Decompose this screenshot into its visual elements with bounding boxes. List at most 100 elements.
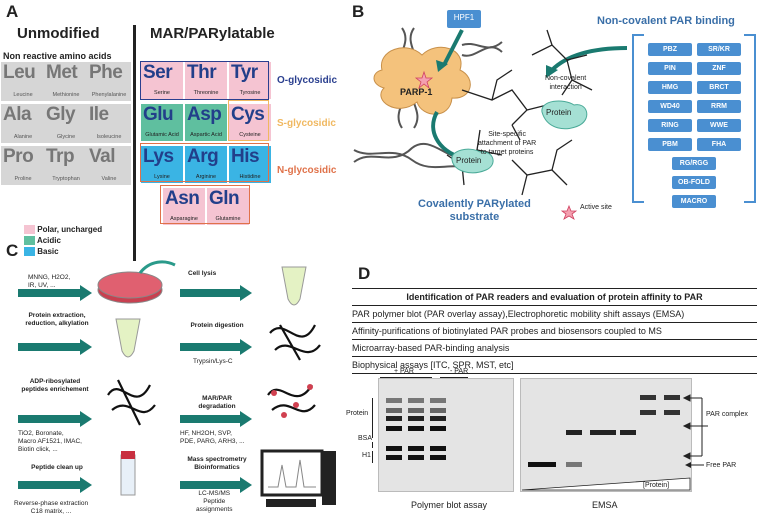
gel-band [640,410,656,415]
covalent-label: Covalently PARylated substrate [418,198,531,223]
panel-b-illustration [353,10,628,220]
n-glycosidic-border [140,143,269,182]
protein-label: Protein [546,108,572,117]
c-step2-right: Trypsin/Lys-C [193,358,233,365]
panel-a-divider [133,25,136,261]
gel-band [430,416,446,421]
panel-b-letter: B [352,2,365,21]
gel-band [408,426,424,431]
par-binding-domain: RG/RGG [672,157,716,170]
amino-acid-abbr: Trp [46,146,75,167]
par-dots [271,384,313,418]
emsa-caption: EMSA [592,500,618,510]
s-glycosidic-label: S-glycosidic [277,118,336,129]
amino-acid-abbr: Leu [3,62,36,83]
par-binding-domain: PIN [648,62,692,75]
hpf1-label: HPF1 [453,13,475,22]
free-par-label: Free PAR [706,462,737,469]
amino-acid-abbr: Tyr [231,62,258,83]
c-step1-right: Cell lysis [188,270,217,277]
par-binding-domain: WWE [697,119,741,132]
protein-gradient-label: [Protein] [643,482,670,489]
minus-par-bracket [440,377,468,378]
legend: Polar, uncharged Acidic Basic [24,224,102,257]
amino-acid-abbr: Pro [3,146,34,167]
legend-polar: Polar, uncharged [24,224,102,235]
d-table-row: Microarray-based PAR-binding analysis [352,340,757,357]
amino-acid-abbr: Cys [231,104,265,125]
minus-par-label: - PAR [450,368,469,375]
polymer-blot-gel [378,378,514,492]
computer-icon [260,449,336,507]
gel-band [386,446,402,451]
site-specific-label: Site-specific attachment of PAR to targe… [478,131,537,156]
non-reactive-label: Non reactive amino acids [3,51,112,61]
s-glycosidic-border [228,100,269,141]
gel-band [664,410,680,415]
amino-acid-abbr: Lys [143,146,174,167]
par-binding-domain: RING [648,119,692,132]
protein-side-label: Protein [346,410,369,417]
active-site-star [414,70,434,90]
gel-band [590,430,606,435]
amino-acid-abbr: Arg [187,146,219,167]
amino-acid-abbr: Ala [3,104,32,125]
amino-acid-abbr: Ile [89,104,109,125]
amino-acid-abbr: Asn [165,188,200,209]
d-table-row: Biophysical assays [ITC, SPR, MST, etc] [352,357,757,374]
par-binding-domain: BRCT [697,81,741,94]
gel-band [386,398,402,403]
protein-blob [541,100,588,130]
amino-acid-abbr: Met [46,62,78,83]
amino-acid-name: Threonine [193,90,219,96]
amino-acid-abbr: Thr [187,62,217,83]
amino-acid-abbr: His [231,146,260,167]
plus-par-bracket [380,377,432,378]
c-step4-left-bold: Peptide clean up [31,464,83,471]
gel-band [386,416,402,421]
c-step3-left-bold: ADP-ribosylated peptides enrichement [21,378,89,393]
c-step3-right-bold: MAR/PAR degradation [198,395,236,410]
gel-band [430,426,446,431]
amino-acid-abbr: Ser [143,62,173,83]
gel-band [386,426,402,431]
amino-acid-abbr: Gln [209,188,240,209]
amino-acid-name: Histidine [239,174,261,180]
protein-label-2: Protein [456,156,482,165]
gel-band [600,430,616,435]
d-table-row: PAR polymer blot (PAR overlay assay),Ele… [352,306,757,323]
o-glycosidic-border [140,61,269,100]
gel-band [408,408,424,413]
h1-bracket [372,451,373,463]
par-complex-arrows [682,394,708,460]
plus-par-label: + PAR [394,368,414,375]
c-step3-left: TiO2, Boronate, Macro AF1521, IMAC, Biot… [18,430,82,453]
par-binding-domain: MACRO [672,195,716,208]
amino-acid-name: Cysteine [239,132,261,138]
amino-acid-name: Tryptophan [52,176,80,182]
c-step1-left: MNNG, H2O2, IR, UV, ... [28,274,71,289]
par-binding-domain: ZNF [697,62,741,75]
polymer-blot-caption: Polymer blot assay [411,500,488,510]
amino-acid-name: Alanine [13,134,33,140]
amino-acid-name: Valine [101,176,117,182]
gel-band [386,408,402,413]
amino-acid-name: Proline [14,176,32,182]
mar-title: MAR/PARylatable [150,25,275,42]
d-table-row: Affinity-purifications of biotinylated P… [352,323,757,340]
protein-blob-2 [451,148,494,174]
